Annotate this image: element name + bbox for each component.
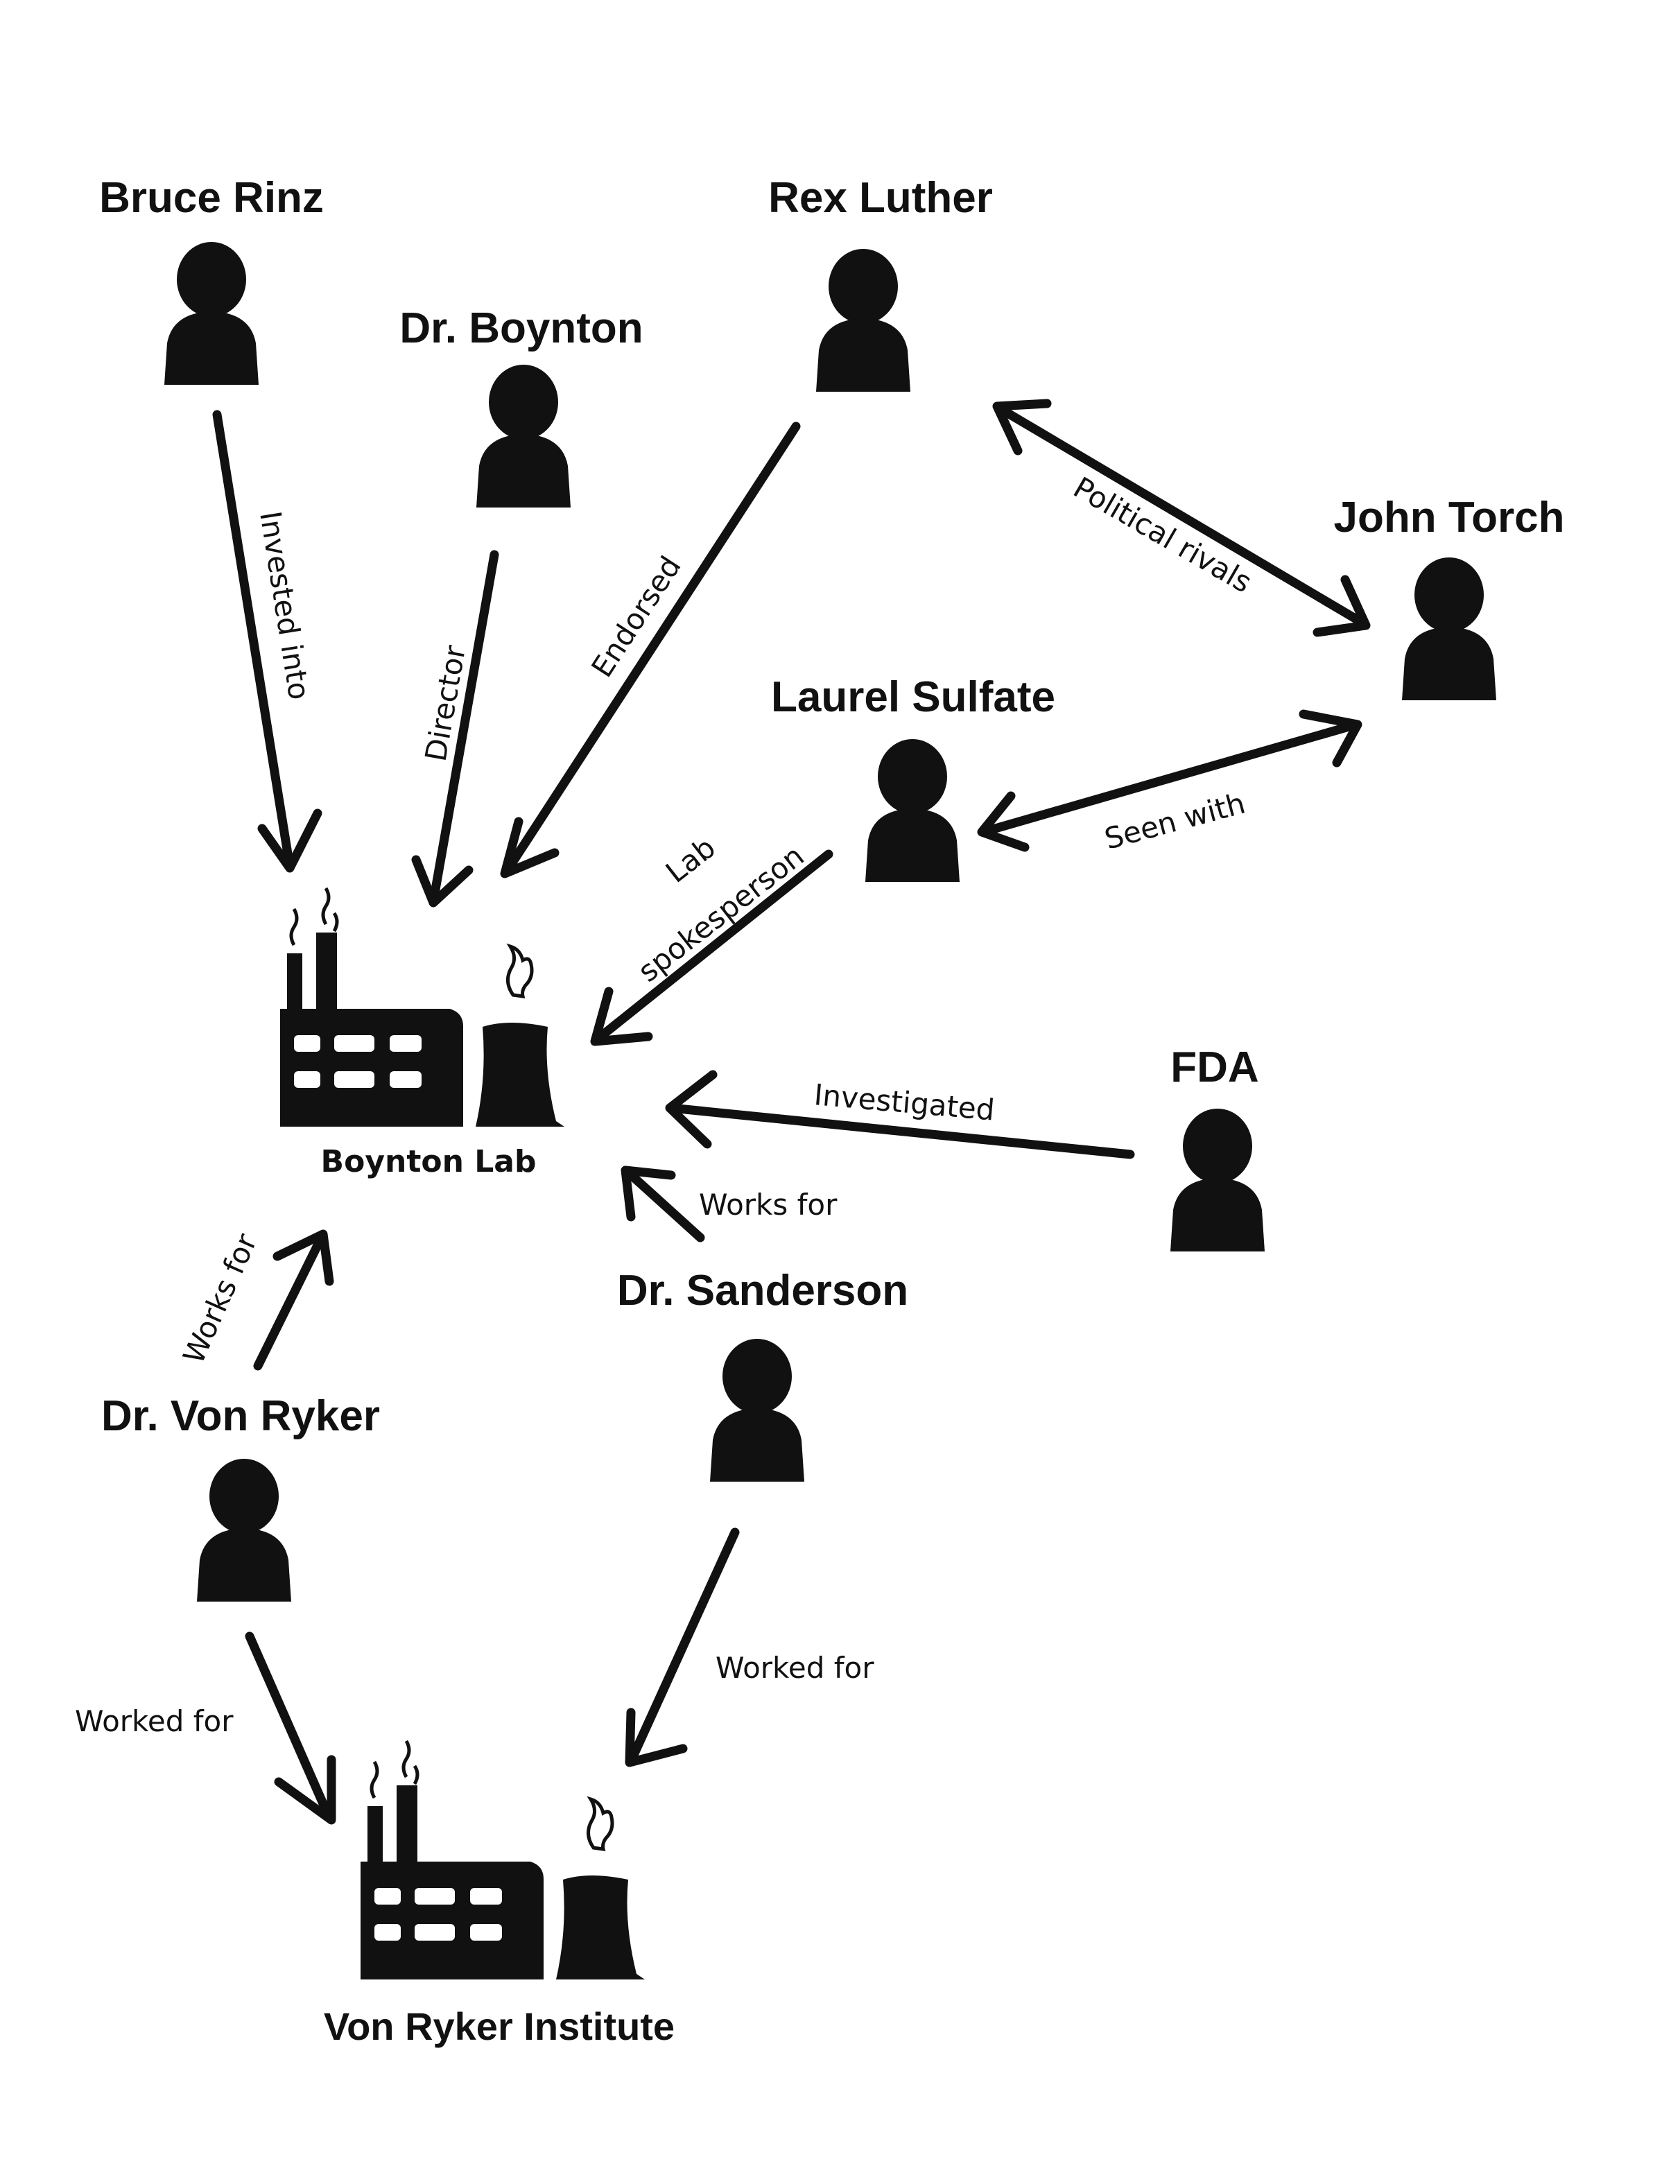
person-node-rex-luther: Rex Luther	[768, 174, 993, 392]
edge-line	[245, 1631, 334, 1823]
edge-seen-with: Seen with	[977, 709, 1362, 856]
arrowhead	[272, 1229, 334, 1286]
arrowhead	[665, 1070, 718, 1149]
person-icon	[865, 739, 960, 882]
arrowhead	[621, 1165, 676, 1222]
org-name: Von Ryker Institute	[324, 2004, 675, 2048]
person-name: Dr. Sanderson	[617, 1267, 908, 1315]
person-name: Laurel Sulfate	[771, 673, 1055, 721]
edge-label: Works for	[699, 1188, 838, 1222]
person-icon	[197, 1459, 291, 1602]
person-icon	[476, 365, 571, 508]
edge-label-line-2: spokesperson	[632, 838, 811, 988]
factory-icon	[280, 888, 564, 1127]
edge-investigated: Investigated	[665, 1070, 1135, 1159]
arrowhead	[257, 808, 322, 873]
edge-label: Political rivals	[1068, 470, 1258, 599]
person-name: Dr. Boynton	[399, 304, 643, 352]
arrowhead	[590, 987, 653, 1046]
edge-label: Seen with	[1101, 786, 1249, 856]
edge-works-for-von-ryker: Works for	[176, 1228, 334, 1371]
edge-line	[501, 422, 801, 877]
edge-line	[428, 550, 499, 906]
person-node-dr-sanderson: Dr. Sanderson	[617, 1267, 908, 1482]
edge-line	[591, 849, 833, 1045]
person-node-dr-von-ryker: Dr. Von Ryker	[101, 1392, 380, 1602]
edge-political-rivals: Political rivals	[992, 399, 1371, 637]
arrowhead	[1299, 709, 1362, 768]
arrowhead	[1313, 575, 1371, 637]
arrowhead	[625, 1708, 688, 1767]
org-node-boynton-lab: Boynton Lab	[280, 888, 564, 1179]
person-icon	[1402, 557, 1496, 700]
edge-line	[978, 720, 1361, 837]
edge-invested-into: Invested into	[212, 410, 322, 873]
person-node-fda: FDA	[1170, 1043, 1265, 1251]
edge-lab-spokesperson: Lab spokesperson	[590, 831, 833, 1046]
edge-works-for-sanderson: Works for	[621, 1165, 838, 1242]
arrowhead	[500, 817, 560, 878]
edge-label: Works for	[176, 1228, 263, 1369]
person-node-dr-boynton: Dr. Boynton	[399, 304, 643, 508]
edge-line	[623, 1167, 705, 1242]
arrowhead	[992, 399, 1052, 456]
edge-line	[253, 1231, 327, 1371]
org-node-von-ryker-institute: Von Ryker Institute	[324, 1741, 675, 2048]
person-icon	[710, 1339, 804, 1482]
person-node-john-torch: John Torch	[1334, 494, 1565, 700]
person-name: John Torch	[1334, 494, 1565, 541]
person-name: Rex Luther	[768, 174, 993, 222]
edge-worked-for-von-ryker: Worked for	[75, 1631, 336, 1825]
person-icon	[164, 242, 259, 385]
edge-line	[626, 1527, 740, 1766]
arrowhead	[977, 791, 1030, 852]
arrowhead	[274, 1755, 336, 1825]
edge-line	[666, 1103, 1135, 1159]
person-name: Dr. Von Ryker	[101, 1392, 380, 1440]
arrowhead	[411, 855, 474, 908]
org-name: Boynton Lab	[321, 1144, 537, 1179]
edge-line	[994, 403, 1369, 629]
edge-label-line-1: Lab	[659, 831, 722, 890]
person-node-laurel-sulfate: Laurel Sulfate	[771, 673, 1055, 882]
person-icon	[1170, 1109, 1265, 1251]
edge-label: Worked for	[75, 1704, 234, 1738]
edge-label: Worked for	[716, 1651, 874, 1685]
person-node-bruce-rinz: Bruce Rinz	[99, 174, 324, 385]
edge-line	[212, 410, 295, 872]
person-name: FDA	[1170, 1043, 1258, 1091]
edge-label: Investigated	[813, 1077, 996, 1127]
edge-worked-for-sanderson: Worked for	[625, 1527, 874, 1767]
factory-icon	[361, 1741, 645, 1979]
edge-director: Director	[411, 550, 499, 908]
person-name: Bruce Rinz	[99, 174, 324, 222]
person-icon	[816, 249, 910, 392]
